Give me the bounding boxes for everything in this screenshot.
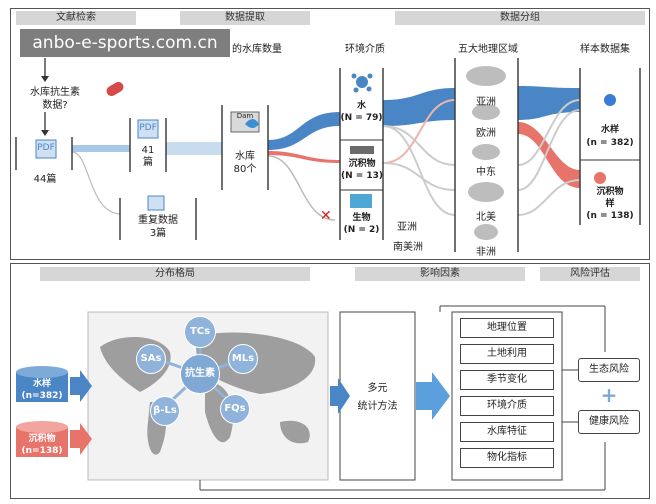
papers-41-label: 41 篇 — [141, 145, 155, 168]
continent-africa — [474, 224, 498, 240]
sediment-medium-label: 沉积物 (N = 13) — [340, 159, 384, 181]
class-mls: MLs — [228, 344, 258, 374]
papers-44-label: 44篇 — [33, 174, 57, 185]
col-header-regions: 五大地理区域 — [458, 44, 518, 55]
cross-icon-biota: ✕ — [320, 208, 332, 224]
factor-reservoir: 水库特征 — [460, 422, 554, 442]
class-fqs: FQs — [220, 394, 250, 424]
header-risk: 风险评估 — [540, 267, 640, 281]
top-panel — [10, 8, 650, 260]
dam-label: Dam — [236, 112, 254, 120]
south-america-label: 南美洲 — [393, 242, 423, 253]
region-asia: 亚洲 — [476, 97, 496, 108]
water-sample-label: 水样 (n = 382) — [586, 125, 634, 148]
duplicate-label: 重复数据 3篇 — [138, 215, 178, 239]
factors-frame — [451, 311, 563, 481]
flow-reservoir-to-biota — [267, 155, 336, 221]
factor-physchem: 物化指标 — [460, 448, 554, 468]
antibiotic-center: 抗生素 — [180, 354, 220, 394]
biota-medium-label: 生物 (N = 2) — [343, 213, 380, 235]
class-bls: β-Ls — [150, 396, 180, 426]
pdf-label-41: PDF — [139, 123, 157, 133]
pills-icon — [106, 82, 124, 96]
arrow-head-1 — [41, 76, 49, 82]
header-data-extraction: 数据提取 — [180, 11, 310, 25]
flow-regions-to-water-sample — [518, 86, 580, 120]
pdf-icon-duplicate — [147, 195, 165, 211]
region-middle-east: 中东 — [476, 167, 496, 178]
col-header-reservoir-count: 的水库数量 — [232, 44, 282, 55]
top-flow-diagram: ✕ ✕ — [15, 58, 641, 252]
water-medium-label: 水 (N = 79) — [340, 101, 383, 123]
eco-risk-box: 生态风险 — [578, 358, 640, 382]
stats-label: 多元 统计方法 — [357, 383, 398, 412]
factor-geo: 地理位置 — [460, 318, 554, 338]
region-africa: 非洲 — [476, 247, 496, 258]
sediment-sample-bottom: 沉积物 (n=138) — [21, 434, 63, 456]
col-header-env-medium: 环境介质 — [345, 44, 385, 55]
pin-sediment-icon — [594, 172, 606, 184]
pin-water-icon — [604, 94, 616, 106]
flow-reservoir-to-sediment — [268, 151, 340, 163]
factor-medium: 环境介质 — [460, 396, 554, 416]
question-label: 水库抗生素 数据? — [30, 87, 80, 111]
map-australia — [280, 420, 310, 444]
factor-land: 土地利用 — [460, 344, 554, 364]
bottom-diagram — [16, 305, 606, 491]
plus-sign: + — [600, 383, 618, 407]
continent-middle-east — [472, 144, 500, 160]
region-north-america: 北美 — [476, 212, 496, 223]
flow-41-to-reservoir — [166, 142, 222, 155]
pdf-icon-41 — [137, 119, 159, 139]
flow-44-to-41 — [72, 145, 130, 152]
flow-water-to-regions — [383, 88, 455, 126]
water-drop-icon — [356, 76, 368, 88]
continent-asia — [466, 66, 506, 86]
class-tcs: TCs — [184, 316, 216, 348]
sediment-sample-label: 沉积物 样 (n = 138) — [586, 187, 634, 221]
water-sample-bottom: 水样 (n=382) — [21, 379, 63, 401]
region-europe: 欧洲 — [476, 128, 496, 139]
header-literature-search: 文献检索 — [16, 11, 136, 25]
health-risk-box: 健康风险 — [578, 410, 640, 434]
arrow-water-to-map — [70, 370, 92, 402]
arrow-sediment-to-map — [70, 423, 92, 455]
sediment-icon — [350, 146, 374, 154]
asia-extra-label: 亚洲 — [397, 222, 417, 233]
reservoir-label: 水库 80个 — [233, 151, 257, 175]
continent-north-america — [468, 182, 504, 202]
bottom-panel — [10, 263, 650, 499]
flow-duplicate — [71, 151, 121, 215]
pdf-label-44: PDF — [37, 143, 55, 153]
stats-box — [339, 311, 416, 481]
fish-icon — [350, 194, 372, 208]
header-data-grouping: 数据分组 — [395, 11, 645, 25]
continent-europe — [472, 104, 500, 120]
pdf-icon-44 — [35, 139, 57, 159]
class-sas: SAs — [136, 344, 166, 374]
factor-season: 季节变化 — [460, 370, 554, 390]
col-header-datasets: 样本数据集 — [580, 44, 630, 55]
arrow-map-to-stats — [330, 378, 350, 414]
header-distribution: 分布格局 — [40, 267, 310, 281]
header-factors: 影响因素 — [355, 267, 525, 281]
arrow-head-2 — [41, 130, 49, 136]
arrow-stats-to-factors — [416, 372, 450, 420]
flow-reservoir-to-water — [268, 112, 340, 150]
watermark: anbo-e-sports.com.cn — [20, 29, 230, 57]
flow-regions-to-sediment-sample — [518, 122, 580, 188]
